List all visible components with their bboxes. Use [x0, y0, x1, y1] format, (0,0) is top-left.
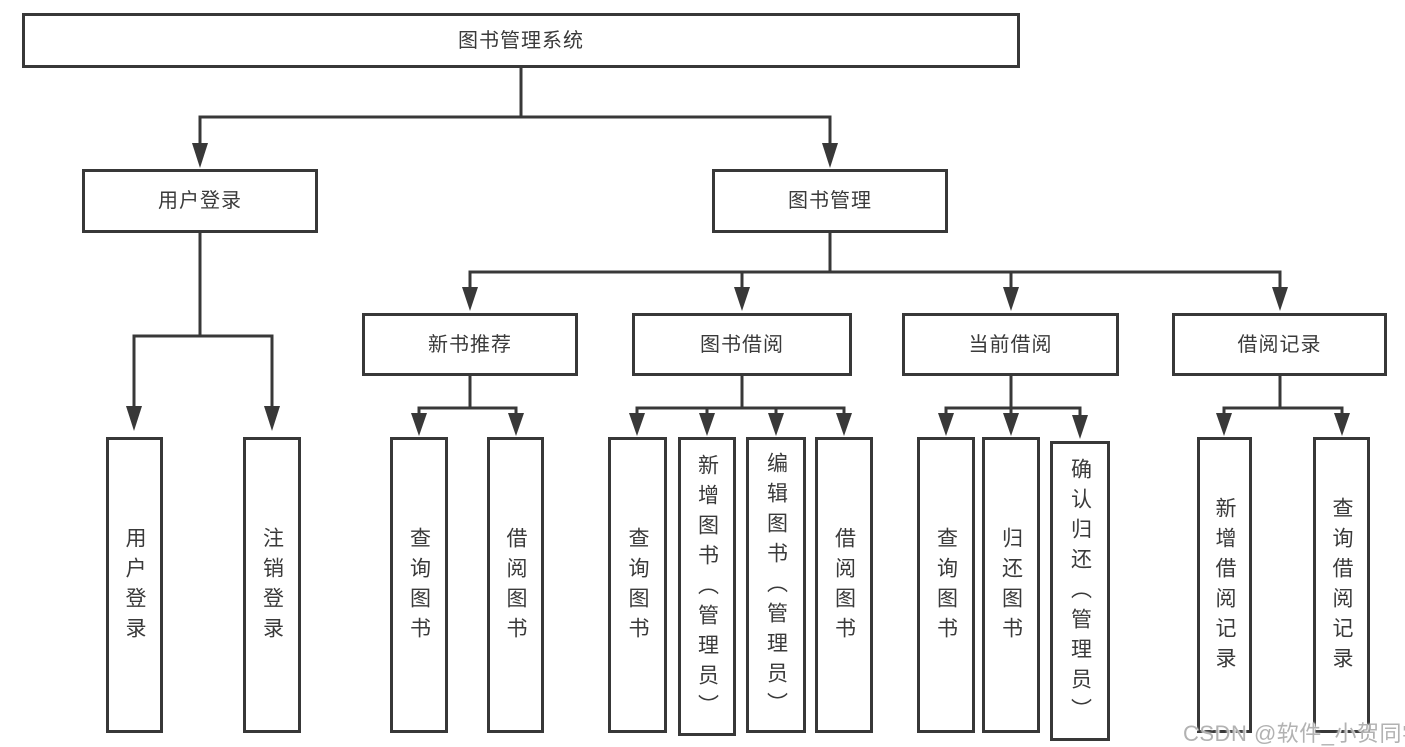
leaf-confirm-return-admin: 确认归还（管理员） — [1050, 441, 1110, 741]
node-root-book-management-system: 图书管理系统 — [22, 13, 1020, 68]
leaf-return-books: 归还图书 — [982, 437, 1040, 733]
leaf-query-borrow-record: 查询借阅记录 — [1313, 437, 1370, 733]
leaf-borrow-books-2: 借阅图书 — [815, 437, 873, 733]
leaf-query-books-3: 查询图书 — [917, 437, 975, 733]
leaf-add-books-admin: 新增图书（管理员） — [678, 437, 736, 736]
leaf-query-books-1: 查询图书 — [390, 437, 448, 733]
leaf-edit-books-admin: 编辑图书（管理员） — [746, 437, 806, 733]
leaf-logout: 注销登录 — [243, 437, 301, 733]
node-book-management: 图书管理 — [712, 169, 948, 233]
leaf-add-borrow-record: 新增借阅记录 — [1197, 437, 1252, 733]
leaf-query-books-2: 查询图书 — [608, 437, 667, 733]
node-borrow-record: 借阅记录 — [1172, 313, 1387, 376]
leaf-borrow-books-1: 借阅图书 — [487, 437, 544, 733]
node-book-borrow: 图书借阅 — [632, 313, 852, 376]
leaf-user-login: 用户登录 — [106, 437, 163, 733]
csdn-watermark: CSDN @软件_小贺同学 — [1183, 721, 1405, 746]
node-current-borrow: 当前借阅 — [902, 313, 1119, 376]
node-new-book-recommend: 新书推荐 — [362, 313, 578, 376]
node-user-login: 用户登录 — [82, 169, 318, 233]
